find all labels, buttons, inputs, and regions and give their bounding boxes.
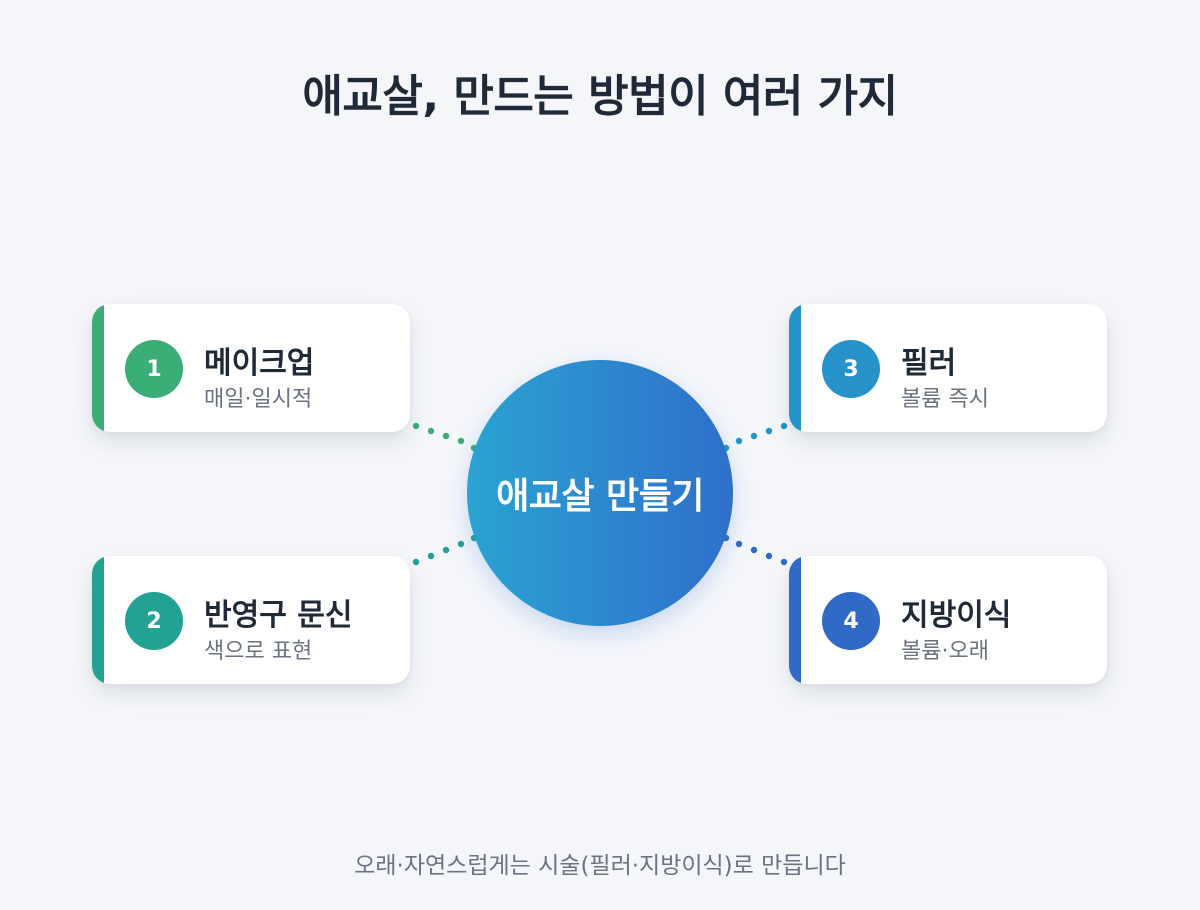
card-fat-grafting: 4 지방이식 볼륨·오래 [789,556,1107,684]
footer-caption: 오래·자연스럽게는 시술(필러·지방이식)로 만듭니다 [354,853,846,879]
connector-card-4 [722,534,788,566]
center-hub: 애교살 만들기 [467,360,733,626]
card-makeup: 1 메이크업 매일·일시적 [92,304,410,432]
number-badge: 1 [125,340,183,398]
card-subtitle: 색으로 표현 [204,639,313,664]
center-hub-label: 애교살 만들기 [496,476,704,517]
card-title: 반영구 문신 [204,598,353,633]
number-badge: 2 [125,592,183,650]
card-accent-bar [92,304,104,432]
card-title: 메이크업 [204,346,315,381]
card-filler: 3 필러 볼륨 즉시 [789,304,1107,432]
card-subtitle: 매일·일시적 [204,387,313,412]
connector-card-2 [412,534,478,566]
card-subtitle: 볼륨 즉시 [901,387,989,412]
card-title: 필러 [901,346,957,381]
card-title: 지방이식 [901,598,1012,633]
card-accent-bar [789,304,801,432]
page-title: 애교살, 만드는 방법이 여러 가지 [302,71,898,122]
number-badge: 3 [822,340,880,398]
card-accent-bar [789,556,801,684]
number-badge: 4 [822,592,880,650]
connector-card-1 [412,422,478,452]
card-subtitle: 볼륨·오래 [901,639,989,664]
connector-card-3 [722,422,788,452]
card-accent-bar [92,556,104,684]
card-semi-permanent-tattoo: 2 반영구 문신 색으로 표현 [92,556,410,684]
